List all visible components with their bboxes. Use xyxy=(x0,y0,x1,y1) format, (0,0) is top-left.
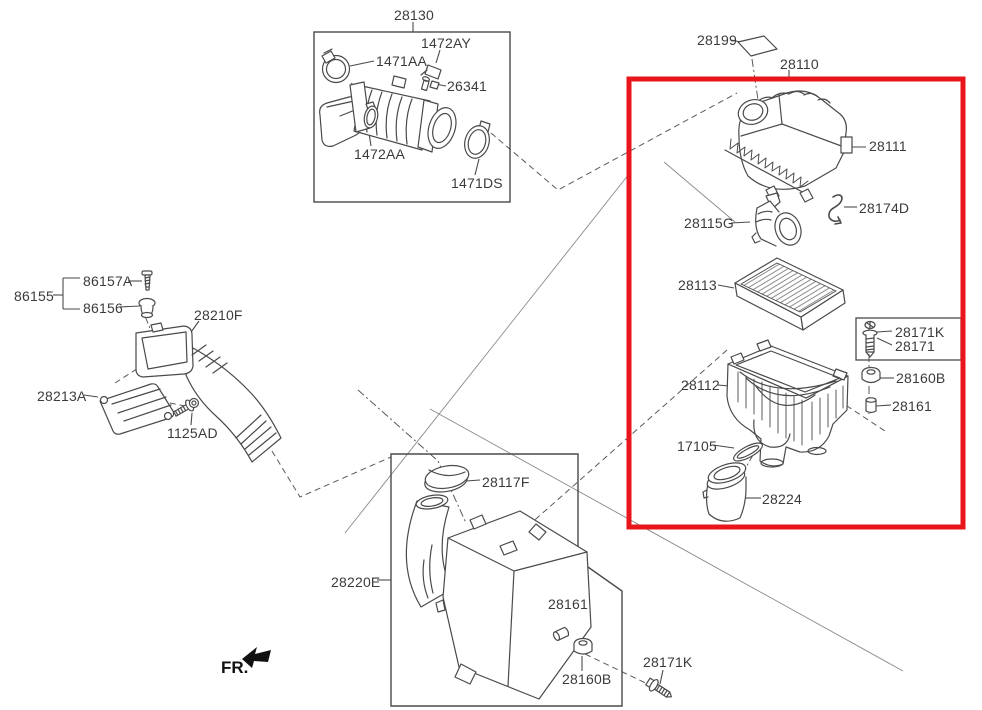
part-label-17105: 17105 xyxy=(677,438,717,454)
resonator-assembly-icon-28220E xyxy=(405,494,592,700)
highlight-box-28110 xyxy=(626,76,966,530)
part-label-1472AY: 1472AY xyxy=(421,35,471,51)
part-label-28224: 28224 xyxy=(762,491,802,507)
part-label-28199: 28199 xyxy=(697,32,737,48)
part-label-28210F: 28210F xyxy=(194,307,243,323)
part-label-28160B: 28160B xyxy=(896,370,946,386)
part-label-28112: 28112 xyxy=(681,377,720,393)
projection-lines xyxy=(344,161,904,672)
spacer-icon-28161 xyxy=(865,397,877,414)
part-label-28171K-lower: 28171K xyxy=(643,654,693,670)
intake-hose-group-box xyxy=(313,31,511,203)
part-label-28161-lower: 28161 xyxy=(548,596,588,612)
part-label-1471AA: 1471AA xyxy=(376,53,428,69)
part-label-28171K: 28171K xyxy=(895,324,945,340)
clip-icon-86156 xyxy=(138,297,156,319)
screw-icon-86157A xyxy=(141,270,153,291)
sticker-icon-28199 xyxy=(737,35,778,57)
fr-direction-label: FR. xyxy=(221,658,249,677)
air-duct-icon-28210F xyxy=(135,322,282,463)
part-label-1125AD: 1125AD xyxy=(167,425,218,441)
part-label-28171: 28171 xyxy=(895,338,935,354)
seal-ring-icon-17105 xyxy=(733,442,763,462)
resonator-group-box xyxy=(390,453,623,707)
part-label-28113: 28113 xyxy=(678,277,717,293)
part-label-86156: 86156 xyxy=(83,300,123,316)
part-label-28110: 28110 xyxy=(780,56,819,72)
fr-arrow-icon xyxy=(242,647,271,668)
part-label-28130: 28130 xyxy=(394,7,434,23)
bolt-icon-26341 xyxy=(420,76,430,92)
part-label-28213A: 28213A xyxy=(37,388,87,404)
intake-duct-icon-28115G xyxy=(751,192,802,247)
sensor-icon-1472AY xyxy=(420,64,442,90)
cap-icon-28117F xyxy=(424,464,470,493)
air-filter-element-icon-28113 xyxy=(734,257,846,331)
part-label-28161: 28161 xyxy=(892,398,932,414)
spacer-icon-28161-lower xyxy=(552,626,570,641)
part-label-26341: 26341 xyxy=(447,78,487,94)
part-label-86157A: 86157A xyxy=(83,273,133,289)
air-cleaner-body-icon-28112 xyxy=(726,339,849,468)
part-label-1471DS: 1471DS xyxy=(451,175,503,191)
shield-bracket-icon-28213A xyxy=(99,383,175,435)
spring-clip-icon-28174D xyxy=(828,194,843,225)
bolt-icon-1125AD xyxy=(173,397,200,417)
part-label-28160B-lower: 28160B xyxy=(562,671,612,687)
grommet-icon-28160B-lower xyxy=(573,637,593,655)
part-label-28111: 28111 xyxy=(869,138,907,154)
bolt-icon-28171K-lower xyxy=(645,677,673,698)
part-label-28174D: 28174D xyxy=(859,200,910,216)
grommet-icon-28160B xyxy=(861,366,881,384)
part-label-28115G: 28115G xyxy=(684,215,734,231)
air-cleaner-cover-icon-28111 xyxy=(724,90,853,203)
sub-duct-icon xyxy=(319,96,363,147)
resonator-duct-icon-28224 xyxy=(702,462,747,522)
hose-clamp-icon-1471AA xyxy=(321,48,351,84)
bolt-icon-28171K xyxy=(862,320,878,358)
part-label-28117F: 28117F xyxy=(482,474,530,490)
hose-clamp-icon-1472AA xyxy=(363,101,379,129)
hose-clamp-icon-1471DS xyxy=(464,120,491,159)
part-label-1472AA: 1472AA xyxy=(354,146,406,162)
part-label-86155: 86155 xyxy=(14,288,54,304)
part-label-28220E: 28220E xyxy=(331,574,381,590)
